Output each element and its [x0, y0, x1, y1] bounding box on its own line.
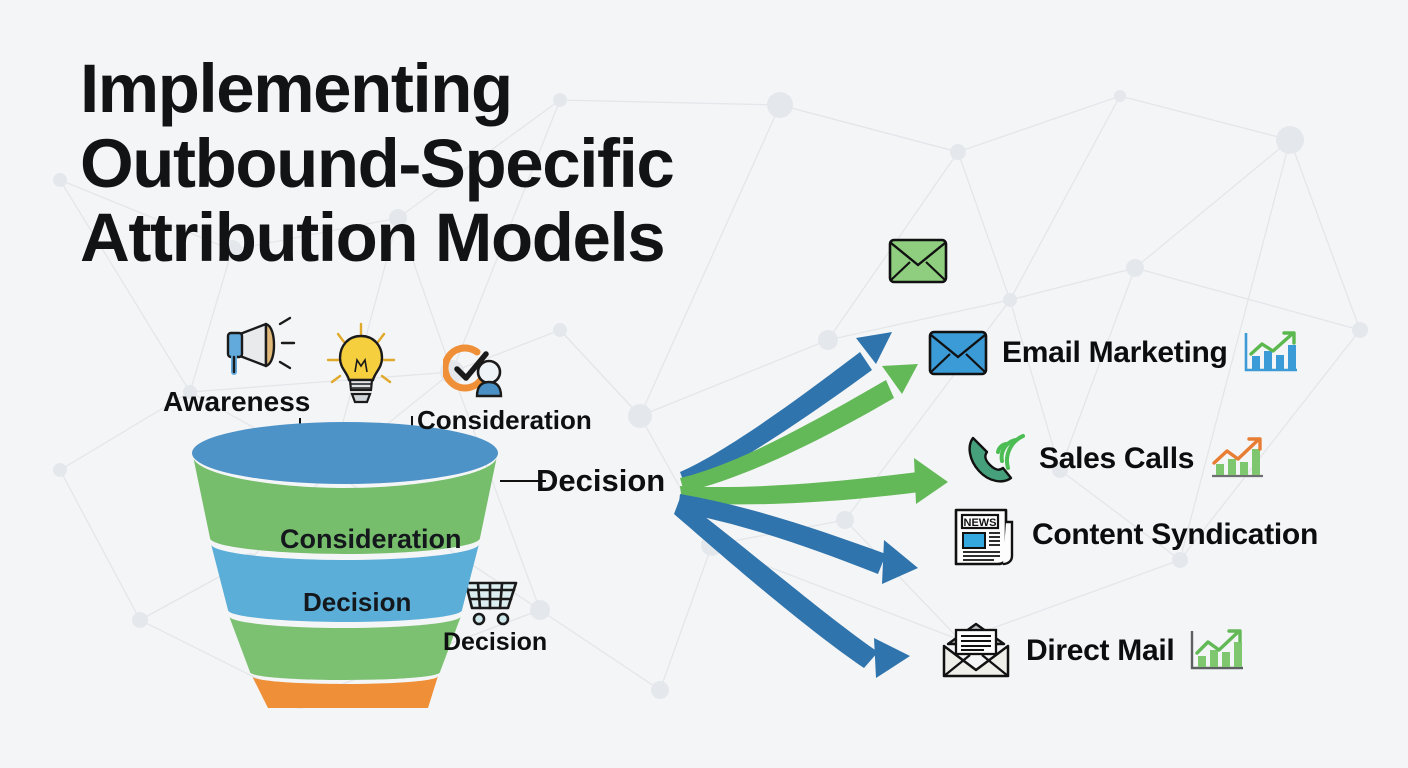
bar-chart-up-icon — [1212, 437, 1264, 478]
channel-row-direct-mail[interactable]: Direct Mail — [940, 622, 1246, 680]
phone-call-icon — [968, 434, 1025, 483]
funnel-segment-top — [192, 422, 498, 484]
verified-user-icon — [443, 344, 503, 398]
arrow-to-content-syndication — [678, 494, 918, 584]
arrow-to-sales-calls — [680, 458, 948, 505]
leader-line-decision-top — [500, 480, 546, 482]
channel-label-email-marketing: Email Marketing — [1002, 336, 1228, 369]
bar-chart-up-icon — [1244, 331, 1297, 372]
channel-label-content-syndication: Content Syndication — [1032, 518, 1318, 551]
funnel-segment-decision — [229, 616, 461, 680]
funnel-segment-consideration — [211, 544, 479, 622]
conversion-funnel — [192, 422, 498, 708]
bar-chart-up-icon — [1191, 629, 1244, 670]
envelope-closed-icon — [928, 330, 988, 376]
funnel-label-consideration-outer: Consideration — [417, 405, 592, 435]
megaphone-icon — [226, 316, 296, 375]
arrow-to-email-marketing — [680, 364, 918, 492]
funnel-label-decision-outer: Decision — [536, 463, 666, 498]
channel-row-sales-calls[interactable]: Sales Calls — [963, 430, 1266, 488]
newspaper-icon: NEWS — [954, 508, 1014, 566]
envelope-open-icon — [942, 622, 1010, 678]
funnel-segment-spout — [252, 676, 438, 708]
svg-text:NEWS: NEWS — [964, 517, 997, 529]
channel-label-sales-calls: Sales Calls — [1039, 442, 1195, 475]
funnel-label-awareness: Awareness — [163, 386, 311, 417]
attribution-arrows — [674, 332, 948, 678]
funnel-segment-green-1 — [193, 456, 497, 554]
envelope-green-icon — [888, 238, 948, 284]
page-title: Implementing Outbound-Specific Attributi… — [80, 50, 675, 277]
channel-row-email-marketing[interactable]: Email Marketing — [928, 330, 1300, 376]
lightbulb-icon — [326, 322, 396, 404]
arrow-to-email-envelope — [680, 332, 892, 488]
funnel-label-decision-bottom: Decision — [443, 628, 548, 656]
funnel-label-consideration-inner: Consideration — [280, 524, 462, 554]
channel-row-content-syndication[interactable]: NEWS Content Syndication — [948, 500, 1318, 570]
funnel-label-decision-inner: Decision — [303, 587, 412, 617]
channel-label-direct-mail: Direct Mail — [1026, 634, 1175, 667]
arrow-to-direct-mail — [674, 498, 910, 678]
